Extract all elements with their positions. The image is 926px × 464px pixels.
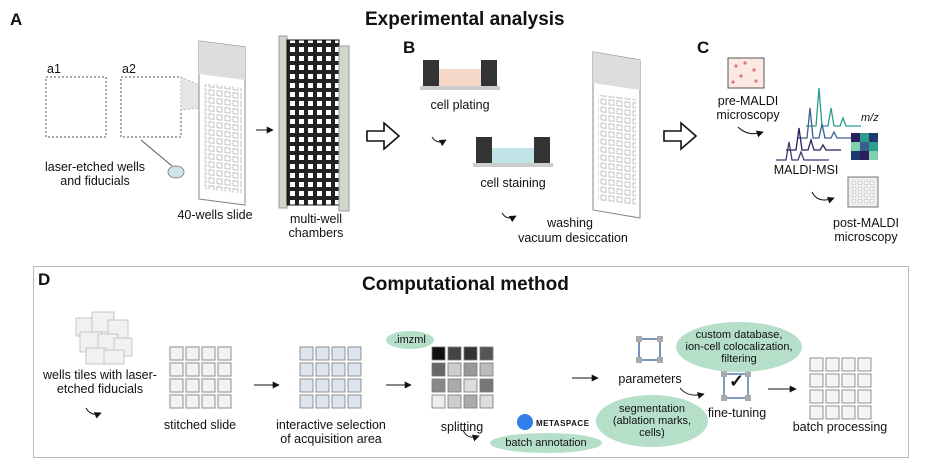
laser-etched-wells-illustration — [45, 76, 200, 179]
segmentation-line3: cells) — [639, 427, 665, 439]
cell-plating-label: cell plating — [430, 98, 490, 112]
batch-processing-label: batch processing — [792, 420, 888, 434]
splitting-grid — [431, 346, 494, 409]
label-a1: a1 — [47, 62, 61, 76]
multiwell-label-line1: multi-well — [289, 212, 343, 226]
imzml-bubble: .imzml — [386, 331, 434, 349]
maldi-spectra — [776, 87, 861, 161]
segmentation-line1: segmentation — [618, 403, 686, 415]
pre-maldi-line1: pre-MALDI — [717, 94, 779, 108]
metaspace-label: METASPACE — [536, 419, 590, 428]
stitched-slide-grid — [168, 345, 232, 409]
big-arrow-1 — [366, 121, 401, 151]
stitched-label: stitched slide — [163, 418, 237, 432]
fine-tuning-icon — [721, 371, 751, 401]
post-maldi-image — [847, 176, 879, 208]
multi-well-chamber — [278, 35, 350, 212]
laser-label-line2: and fiducials — [60, 174, 130, 188]
well-tiles-collage — [75, 311, 133, 365]
tiles-label-line2: etched fiducials — [56, 382, 144, 396]
batch-processing-grid — [809, 357, 872, 420]
ion-heatmap — [851, 133, 878, 160]
segmentation-line2: (ablation marks, — [612, 415, 692, 427]
custom-line2: ion-cell colocalization, — [685, 341, 793, 353]
pre-maldi-line2: microscopy — [716, 108, 780, 122]
cell-plating-illustration — [420, 60, 500, 90]
vacuum-label: vacuum desiccation — [518, 231, 628, 245]
computational-title: Computational method — [362, 274, 569, 295]
panel-label-d: D — [38, 270, 51, 289]
parameters-icon — [636, 336, 663, 363]
metaspace-logo-icon — [517, 414, 533, 430]
cell-staining-illustration — [473, 137, 553, 167]
batch-annotation-bubble: batch annotation — [490, 433, 602, 453]
tiles-label-line1: wells tiles with laser- — [43, 368, 157, 382]
interactive-line2: of acquisition area — [280, 432, 382, 446]
laser-label-line1: laser-etched wells — [44, 160, 146, 174]
cell-staining-label: cell staining — [480, 176, 546, 190]
mz-label: m/z — [861, 112, 879, 124]
slide-40-label: 40-wells slide — [177, 208, 253, 222]
pre-maldi-image — [727, 57, 765, 89]
interactive-line1: interactive selection — [276, 418, 386, 432]
splitting-label: splitting — [440, 420, 484, 434]
washing-label: washing — [547, 216, 593, 230]
parameters-label: parameters — [618, 372, 682, 386]
custom-line3: filtering — [721, 353, 757, 365]
maldi-msi-label: MALDI-MSI — [773, 163, 839, 177]
label-a2: a2 — [122, 62, 136, 76]
interactive-selection-grid — [299, 346, 362, 409]
washed-slide — [592, 51, 641, 219]
check-mark-icon: ✓ — [729, 371, 745, 391]
slide-40-wells — [198, 40, 246, 206]
experimental-title: Experimental analysis — [365, 9, 565, 30]
panel-label-c: C — [697, 38, 710, 57]
post-maldi-line1: post-MALDI — [833, 216, 899, 230]
computational-method-box — [33, 266, 909, 458]
fine-tuning-label: fine-tuning — [707, 406, 767, 420]
custom-line1: custom database, — [695, 329, 783, 341]
panel-label-a: A — [10, 10, 23, 29]
post-maldi-line2: microscopy — [834, 230, 898, 244]
big-arrow-2 — [663, 121, 698, 151]
multiwell-label-line2: chambers — [288, 226, 344, 240]
panel-label-b: B — [403, 38, 416, 57]
